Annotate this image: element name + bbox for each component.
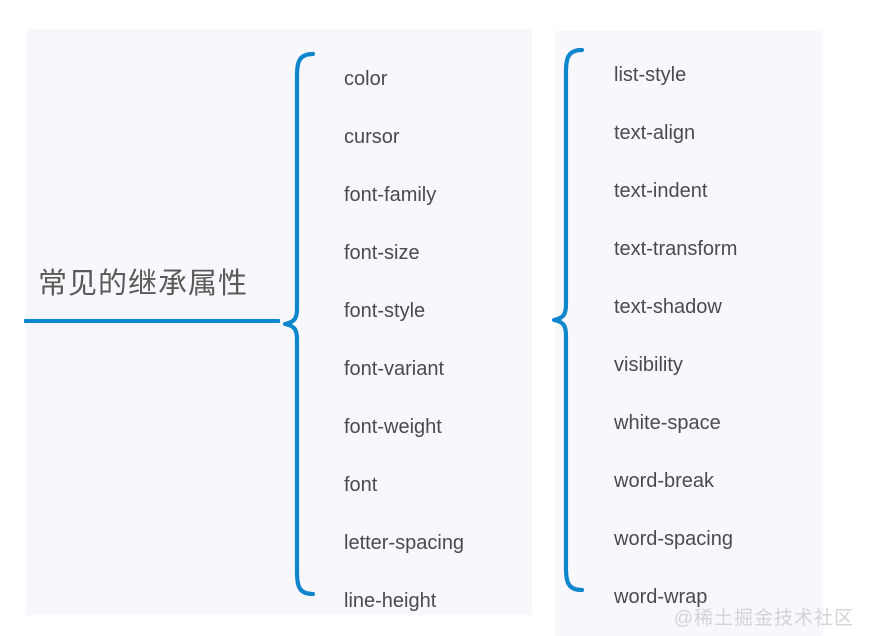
root-node[interactable]: 常见的继承属性	[24, 262, 282, 328]
bracket-right-icon	[551, 47, 585, 593]
right-panel	[555, 31, 823, 636]
property-list-column-1: color cursor font-family font-size font-…	[344, 50, 524, 630]
property-item[interactable]: word-break	[614, 470, 715, 492]
property-item[interactable]: word-spacing	[614, 528, 733, 550]
property-item[interactable]: letter-spacing	[344, 532, 465, 554]
property-item[interactable]: line-height	[344, 590, 437, 612]
property-item[interactable]: text-transform	[614, 238, 738, 260]
property-item[interactable]: font-style	[344, 300, 426, 322]
property-item[interactable]: font	[344, 474, 378, 496]
bracket-left-icon	[282, 51, 316, 597]
property-item[interactable]: font-variant	[344, 358, 445, 380]
root-node-underline	[24, 319, 280, 323]
property-item[interactable]: white-space	[614, 412, 721, 434]
property-item[interactable]: font-size	[344, 242, 420, 264]
property-item[interactable]: color	[344, 68, 388, 90]
property-item[interactable]: font-family	[344, 184, 437, 206]
root-node-label: 常见的继承属性	[38, 268, 249, 300]
property-item[interactable]: cursor	[344, 126, 400, 148]
property-list-column-2: list-style text-align text-indent text-t…	[614, 46, 824, 626]
property-item[interactable]: text-align	[614, 122, 696, 144]
property-item[interactable]: font-weight	[344, 416, 442, 438]
property-item[interactable]: word-wrap	[614, 586, 708, 608]
property-item[interactable]: text-indent	[614, 180, 708, 202]
property-item[interactable]: text-shadow	[614, 296, 722, 318]
property-item[interactable]: list-style	[614, 64, 687, 86]
property-item[interactable]: visibility	[614, 354, 683, 376]
watermark: @稀土掘金技术社区	[673, 608, 854, 629]
